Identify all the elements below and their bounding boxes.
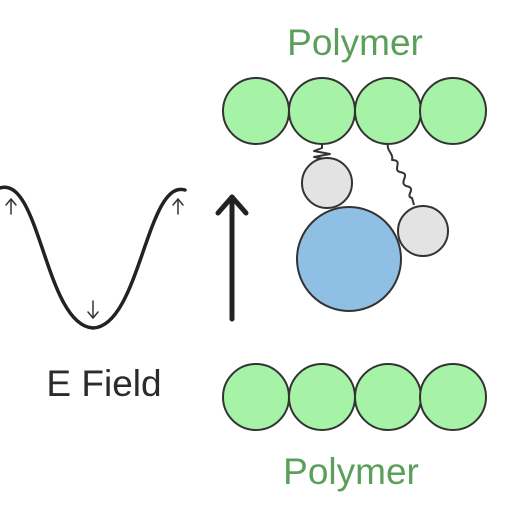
top-polymer-bead — [354, 77, 422, 145]
arrow-down-icon — [87, 300, 99, 319]
bottom-polymer-bead — [419, 363, 487, 431]
bottom-polymer-label: Polymer — [283, 451, 419, 492]
arrow-up-icon — [172, 198, 184, 215]
bottom-polymer-chain — [222, 363, 487, 431]
top-polymer-bead — [288, 77, 356, 145]
field-wave — [0, 185, 187, 330]
top-polymer-bead — [222, 77, 290, 145]
bottom-polymer-bead — [222, 363, 290, 431]
spring-right — [386, 143, 415, 206]
field-label: E Field — [46, 363, 161, 404]
bottom-polymer-bead — [354, 363, 422, 431]
bottom-polymer-bead — [288, 363, 356, 431]
top-polymer-bead — [419, 77, 487, 145]
arrow-up-icon — [215, 194, 249, 322]
top-polymer-label: Polymer — [287, 22, 423, 63]
top-polymer-chain — [222, 77, 487, 145]
large-blue-sphere — [296, 206, 402, 312]
arrow-up-icon — [5, 198, 17, 215]
small-gray-sphere-right — [397, 205, 449, 257]
small-gray-sphere-left — [301, 157, 353, 209]
